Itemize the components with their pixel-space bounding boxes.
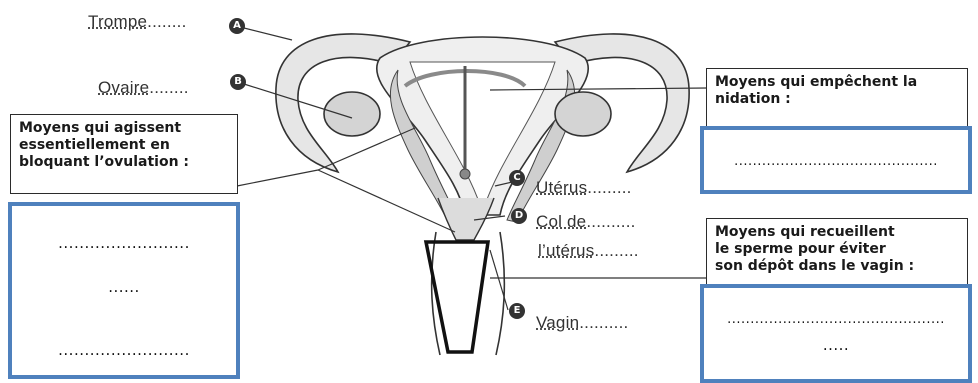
ovulation-header-box: Moyens qui agissent essentiellement en b…	[10, 114, 238, 194]
right-ovary	[555, 92, 611, 136]
label-col: Col de..........	[536, 212, 636, 232]
sperme-answer-line-1: ........................................…	[704, 312, 968, 327]
ovulation-answer-box[interactable]: ......................... ...... .......…	[8, 202, 240, 379]
marker-b: B	[230, 74, 246, 90]
label-uterus-dots: .........	[587, 178, 631, 197]
nidation-answer-line-1: ........................................…	[704, 154, 968, 169]
marker-a: A	[229, 18, 245, 34]
label-uterus: Utérus.........	[536, 178, 632, 198]
iud-tip	[460, 169, 470, 179]
label-ovaire-text: Ovaire	[98, 78, 149, 97]
label-ovaire-dots: ........	[149, 78, 188, 97]
ovulation-header-line-1: Moyens qui agissent	[19, 120, 229, 137]
nidation-answer-box[interactable]: ........................................…	[700, 126, 972, 194]
label-col-uterus: l’utérus.........	[538, 241, 639, 261]
sperme-header-line-3: son dépôt dans le vagin :	[715, 258, 959, 275]
label-vagin-dots: ..........	[579, 313, 628, 332]
label-col-text: Col de	[536, 212, 586, 231]
label-trompe-text: Trompe	[88, 12, 147, 31]
nidation-header-box: Moyens qui empêchent la nidation :	[706, 68, 968, 128]
condom-shape	[426, 242, 488, 352]
sperme-answer-line-2: .....	[704, 336, 968, 354]
label-vagin: Vagin..........	[536, 313, 628, 333]
label-ovaire: Ovaire........	[98, 78, 189, 98]
ovulation-answer-line-2: ......	[12, 278, 236, 296]
left-ovary	[324, 92, 380, 136]
sperme-header-line-1: Moyens qui recueillent	[715, 224, 959, 241]
label-uterus-text: Utérus	[536, 178, 587, 197]
nidation-header-line-2: nidation :	[715, 91, 959, 108]
marker-d: D	[511, 208, 527, 224]
nidation-header-line-1: Moyens qui empêchent la	[715, 74, 959, 91]
ovulation-header-line-2: essentiellement en	[19, 137, 229, 154]
marker-e: E	[509, 303, 525, 319]
ovulation-answer-line-3: .........................	[12, 341, 236, 359]
ovulation-header-line-3: bloquant l’ovulation :	[19, 154, 229, 171]
label-col-uterus-text: l’utérus	[538, 241, 594, 260]
ovulation-answer-line-1: .........................	[12, 234, 236, 252]
sperme-answer-box[interactable]: ........................................…	[700, 284, 972, 383]
marker-c: C	[509, 170, 525, 186]
label-col-dots: ..........	[586, 212, 635, 231]
label-vagin-text: Vagin	[536, 313, 579, 332]
sperme-header-box: Moyens qui recueillent le sperme pour év…	[706, 218, 968, 288]
sperme-header-line-2: le sperme pour éviter	[715, 241, 959, 258]
label-trompe: Trompe........	[88, 12, 187, 32]
label-trompe-dots: ........	[147, 12, 186, 31]
label-col-uterus-dots: .........	[594, 241, 638, 260]
